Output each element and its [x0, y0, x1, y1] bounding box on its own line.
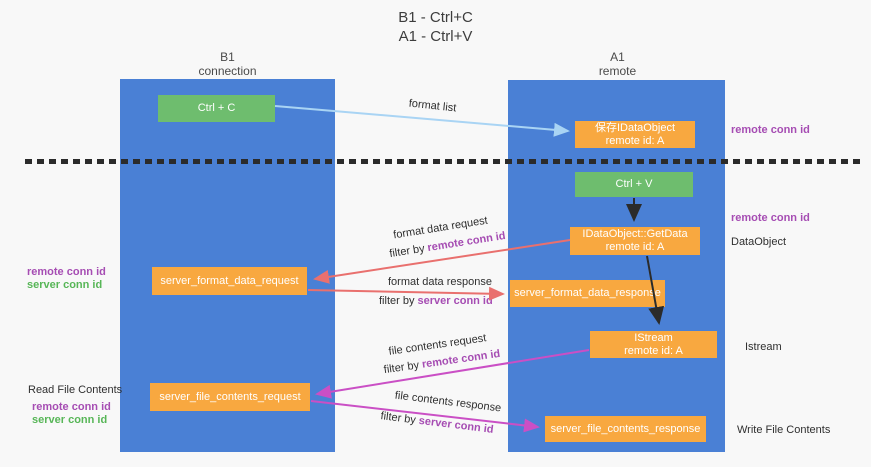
save-idataobject-box: 保存IDataObject remote id: A: [575, 121, 695, 148]
lane-header-a1: A1 remote: [550, 50, 685, 78]
server-conn-id-annotation-left: server conn id: [27, 279, 103, 291]
ctrl-c-box: Ctrl + C: [158, 95, 275, 122]
filter-by-text: filter by: [388, 242, 429, 261]
filter-by-text: filter by: [383, 358, 423, 377]
format-data-response-arrow: [307, 286, 505, 301]
filter-by-text: filter by: [379, 295, 418, 307]
server-file-contents-response-box: server_file_contents_response: [545, 416, 706, 442]
ctrl-c-label: Ctrl + C: [197, 102, 236, 114]
lane-a1-subtitle: remote: [598, 64, 637, 78]
format-list-label: format list: [408, 97, 457, 115]
save-idataobject-line2: remote id: A: [605, 134, 665, 147]
lane-b1-name: B1: [220, 50, 235, 64]
server-file-contents-request-box: server_file_contents_request: [150, 383, 310, 411]
format-data-response-label: format data response: [388, 276, 492, 288]
server-file-contents-request-label: server_file_contents_request: [159, 390, 301, 403]
remote-conn-id-annotation-top: remote conn id: [731, 124, 810, 136]
getdata-line2: remote id: A: [605, 241, 665, 253]
ctrl-v-box: Ctrl + V: [575, 172, 693, 197]
idataobject-getdata-box: IDataObject::GetData remote id: A: [570, 227, 700, 255]
title-line-2: A1 - Ctrl+V: [398, 28, 473, 45]
read-file-contents-annotation: Read File Contents: [28, 384, 123, 396]
title-line-1: B1 - Ctrl+C: [398, 9, 473, 26]
remote-conn-id-annotation-mid: remote conn id: [731, 212, 810, 224]
diagram-title: B1 - Ctrl+C A1 - Ctrl+V: [0, 8, 871, 46]
save-idataobject-line1: 保存IDataObject: [594, 121, 676, 134]
server-conn-id-text: server conn id: [417, 295, 493, 307]
server-format-data-response-box: server_format_data_response: [510, 280, 665, 307]
server-file-contents-response-label: server_file_contents_response: [550, 422, 701, 435]
file-contents-response-label: file contents response: [394, 389, 502, 415]
dataobject-annotation: DataObject: [731, 236, 787, 248]
remote-conn-id-annotation-bottom-left: remote conn id: [32, 401, 111, 413]
lane-header-b1: B1 connection: [160, 50, 295, 78]
file-response-filter-label: filter by server conn id: [378, 410, 497, 436]
istream-line2: remote id: A: [624, 344, 683, 357]
server-format-data-request-label: server_format_data_request: [160, 274, 299, 287]
write-file-contents-annotation: Write File Contents: [737, 424, 831, 436]
istream-line1: IStream: [634, 331, 673, 344]
filter-by-text: filter by: [379, 410, 420, 427]
server-format-data-response-label: server_format_data_response: [514, 287, 661, 299]
istream-box: IStream remote id: A: [590, 331, 717, 358]
server-conn-id-annotation-bottom-left: server conn id: [32, 414, 108, 426]
remote-conn-id-annotation-left: remote conn id: [27, 266, 106, 278]
lane-a1-name: A1: [610, 50, 625, 64]
server-format-data-request-box: server_format_data_request: [152, 267, 307, 295]
lane-b1-subtitle: connection: [198, 64, 257, 78]
istream-annotation: Istream: [745, 341, 782, 353]
server-conn-id-text: server conn id: [418, 414, 495, 436]
phase-separator-dashed-line: [25, 159, 860, 164]
format-response-filter-label: filter by server conn id: [379, 295, 493, 307]
ctrl-v-label: Ctrl + V: [615, 178, 653, 190]
getdata-line1: IDataObject::GetData: [582, 228, 688, 240]
